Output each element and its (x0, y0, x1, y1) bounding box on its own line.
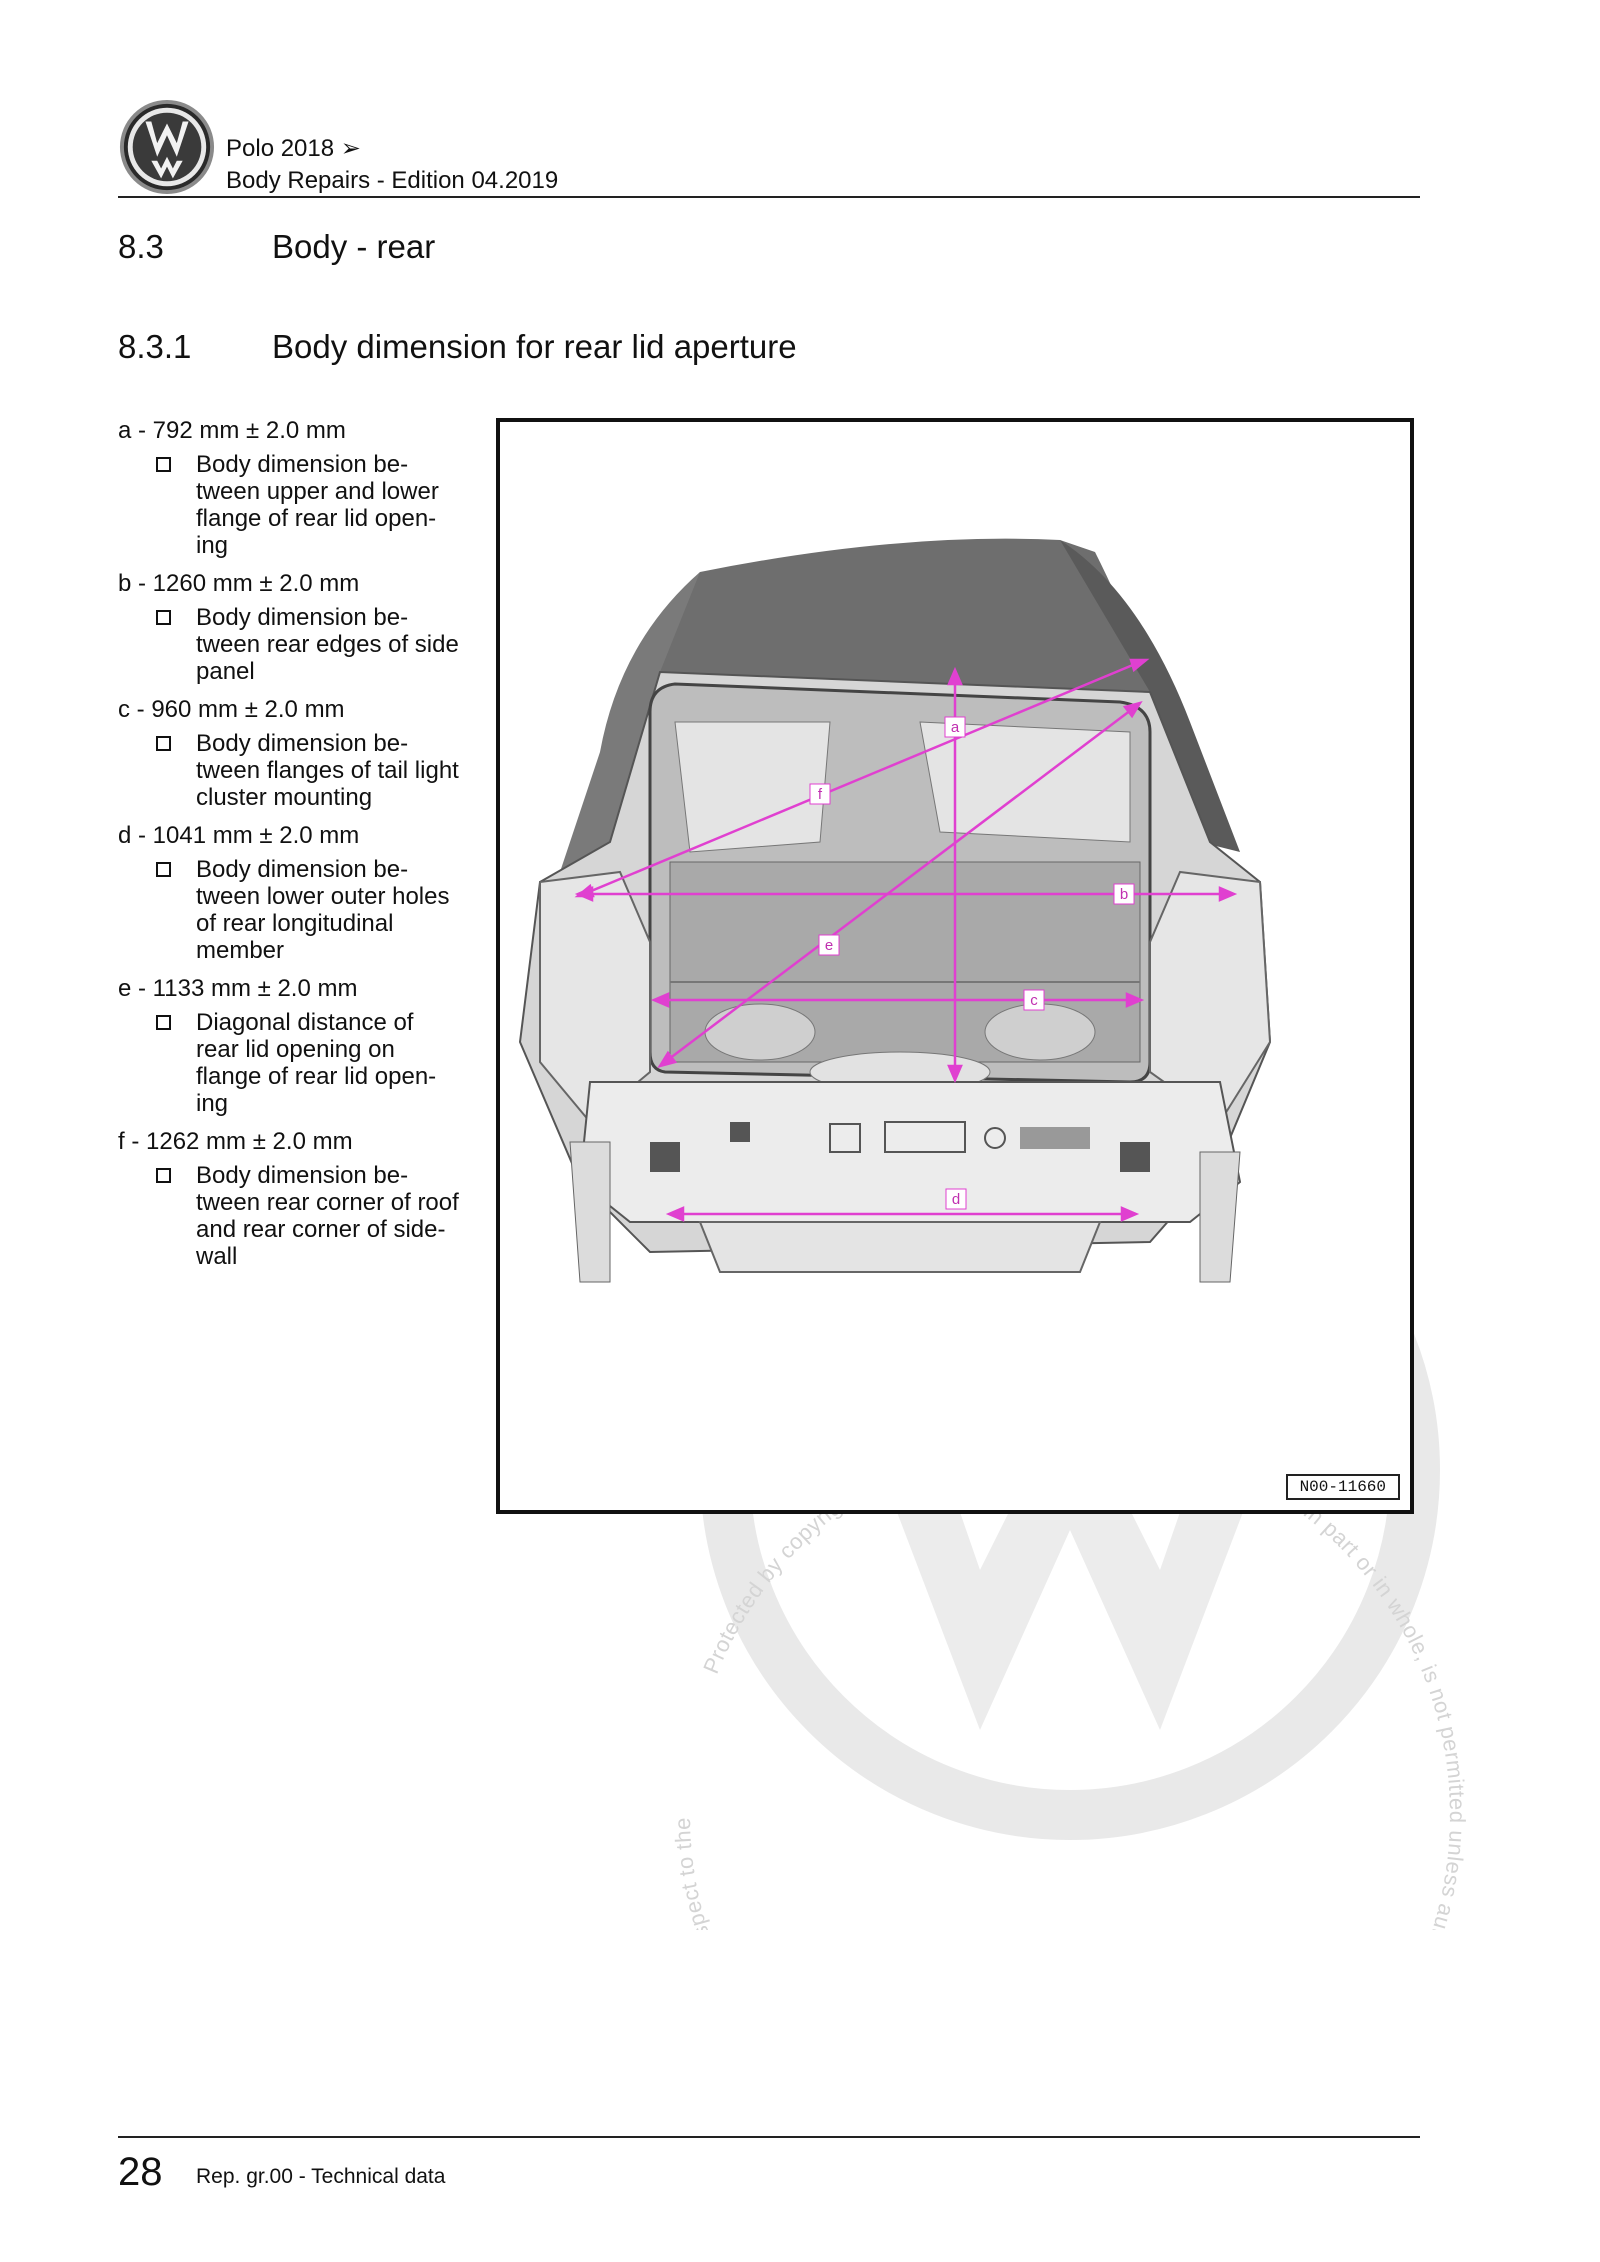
legend-dimension: e - 1133 mm ± 2.0 mm (118, 975, 358, 1002)
subsection-number: 8.3.1 (118, 328, 192, 365)
legend-item: a - 792 mm ± 2.0 mm Body dimension be- tw… (118, 416, 498, 559)
legend-description: Body dimension be- tween lower outer hol… (118, 856, 498, 964)
checkbox-bullet-icon (156, 1015, 171, 1030)
checkbox-bullet-icon (156, 1168, 171, 1183)
legend-item: f - 1262 mm ± 2.0 mm Body dimension be- t… (118, 1127, 498, 1270)
footer-divider (118, 2136, 1420, 2138)
legend-description-text: Body dimension be- tween lower outer hol… (196, 856, 450, 964)
legend-description: Body dimension be- tween upper and lower… (118, 451, 498, 559)
volkswagen-logo-icon (119, 99, 215, 195)
legend-dimension: b - 1260 mm ± 2.0 mm (118, 570, 360, 597)
label-c: c (1030, 992, 1038, 1009)
legend-description-text: Body dimension be- tween rear corner of … (196, 1162, 459, 1270)
checkbox-bullet-icon (156, 610, 171, 625)
legend-item: b - 1260 mm ± 2.0 mm Body dimension be- t… (118, 569, 498, 685)
legend-dimension: a - 792 mm ± 2.0 mm (118, 417, 346, 444)
legend-description: Diagonal distance of rear lid opening on… (118, 1009, 498, 1117)
figure-id: N00-11660 (1285, 1474, 1400, 1500)
checkbox-bullet-icon (156, 736, 171, 751)
section-title: Body - rear (272, 228, 436, 265)
label-b: b (1120, 886, 1128, 903)
legend-dimension: c - 960 mm ± 2.0 mm (118, 696, 345, 723)
header-edition: Body Repairs - Edition 04.2019 (226, 167, 559, 194)
legend-item: d - 1041 mm ± 2.0 mm Body dimension be- t… (118, 821, 498, 964)
label-d: d (952, 1191, 960, 1208)
legend-item: c - 960 mm ± 2.0 mm Body dimension be- tw… (118, 695, 498, 811)
legend-description-text: Diagonal distance of rear lid opening on… (196, 1009, 437, 1117)
label-e: e (825, 937, 833, 954)
header-model: Polo 2018 ➢ (226, 135, 361, 162)
dimension-legend: a - 792 mm ± 2.0 mm Body dimension be- tw… (118, 416, 498, 1280)
body-rear-illustration: a b c d e f N00-11660 (496, 418, 1414, 1514)
label-f: f (818, 786, 823, 803)
legend-dimension: d - 1041 mm ± 2.0 mm (118, 822, 360, 849)
subsection-title: Body dimension for rear lid aperture (272, 328, 797, 365)
legend-description-text: Body dimension be- tween flanges of tail… (196, 730, 459, 811)
legend-description-text: Body dimension be- tween rear edges of s… (196, 604, 459, 685)
legend-description: Body dimension be- tween rear edges of s… (118, 604, 498, 685)
car-body-drawing: a b c d e f (518, 538, 1272, 1283)
label-a: a (951, 719, 960, 736)
legend-description: Body dimension be- tween rear corner of … (118, 1162, 498, 1270)
legend-description: Body dimension be- tween flanges of tail… (118, 730, 498, 811)
legend-dimension: f - 1262 mm ± 2.0 mm (118, 1128, 353, 1155)
checkbox-bullet-icon (156, 862, 171, 877)
legend-item: e - 1133 mm ± 2.0 mm Diagonal distance of… (118, 974, 498, 1117)
footer-text: Rep. gr.00 - Technical data (196, 2165, 446, 2188)
page-number: 28 (118, 2150, 163, 2194)
header-divider (118, 196, 1420, 198)
section-number: 8.3 (118, 228, 164, 265)
legend-description-text: Body dimension be- tween upper and lower… (196, 451, 439, 559)
checkbox-bullet-icon (156, 457, 171, 472)
